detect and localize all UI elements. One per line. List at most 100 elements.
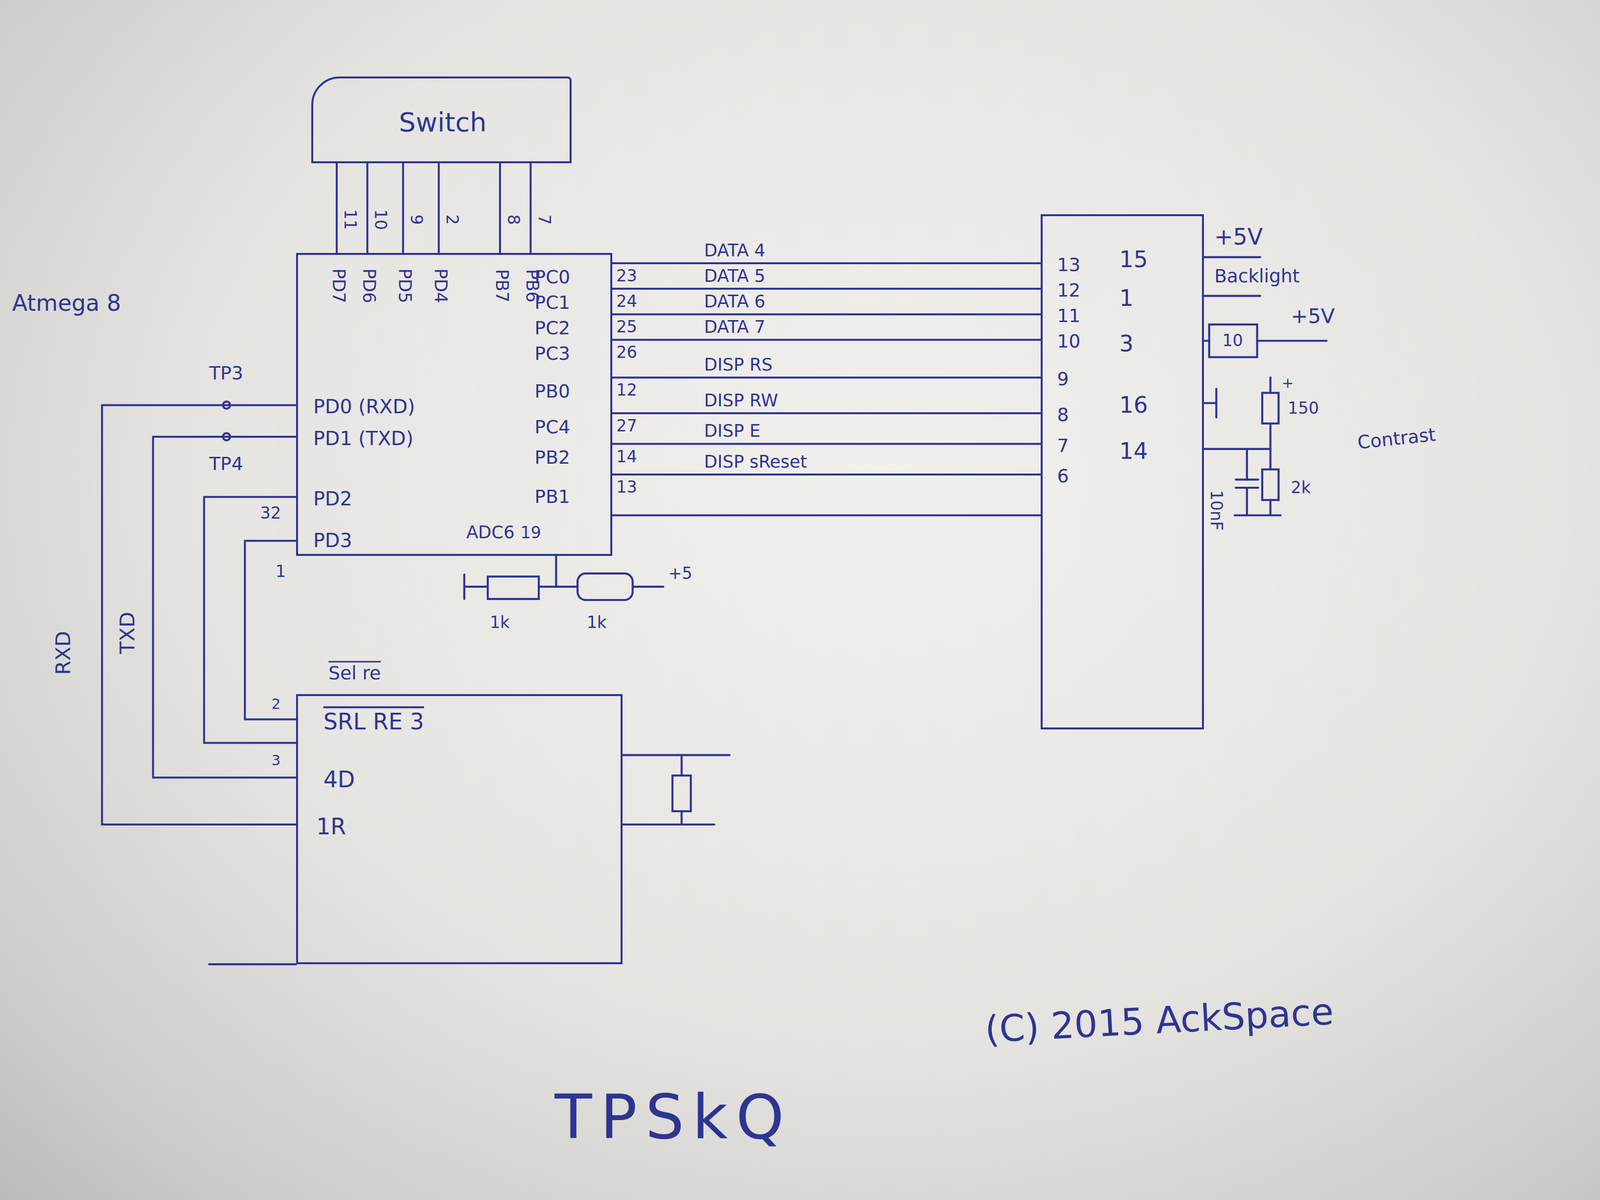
supply-label: +5 — [668, 564, 693, 583]
pin-name: PD5 — [395, 268, 415, 303]
pin-number: 1 — [275, 562, 286, 581]
pin-number: 26 — [616, 343, 637, 362]
pin-number: 7 — [534, 214, 553, 225]
pin-number: 14 — [1119, 438, 1148, 464]
wire — [612, 262, 1041, 265]
pin-name: PB2 — [534, 448, 571, 469]
pin-number: 15 — [1119, 246, 1148, 272]
pin-name: 1R — [316, 814, 347, 839]
pin-number: 11 — [341, 208, 360, 230]
resistor-value: 1k — [489, 613, 510, 632]
ground-symbol — [1215, 388, 1218, 418]
supply-label: + — [1281, 375, 1294, 391]
wire — [152, 436, 296, 778]
wire — [612, 412, 1041, 415]
signal-label: DISP sReset — [703, 451, 807, 472]
pin-number: 10 — [371, 208, 390, 230]
resistor-symbol — [487, 576, 539, 600]
wire — [632, 585, 664, 588]
pin-name: PD4 — [431, 268, 451, 303]
pin-number: 8 — [504, 214, 523, 225]
pin-name: PC1 — [534, 292, 571, 313]
wire — [1203, 448, 1271, 450]
signal-label: DATA 6 — [703, 292, 766, 312]
wire — [101, 404, 297, 825]
pin-number: 13 — [1056, 254, 1081, 275]
supply-label: +5V — [1214, 224, 1263, 250]
ground-symbol — [1234, 514, 1281, 517]
pin-name: Sel re — [328, 663, 381, 684]
schematic-symbols — [209, 257, 1327, 965]
wire — [612, 376, 1041, 379]
test-point-label: TP3 — [209, 363, 244, 384]
signal-label: DATA 5 — [703, 266, 766, 286]
wire — [529, 163, 532, 253]
pin-name: PD7 — [328, 268, 349, 303]
pin-number: 3 — [1119, 331, 1134, 356]
wire — [612, 287, 1041, 290]
wire — [1203, 295, 1260, 298]
wire — [622, 753, 730, 756]
pin-number: 10 — [1056, 331, 1081, 352]
pin-number: 1 — [1119, 285, 1134, 310]
wire — [612, 514, 1041, 517]
resistor-value: 1k — [586, 613, 607, 632]
signal-label: Backlight — [1214, 266, 1300, 287]
pin-number: 14 — [616, 447, 637, 466]
signal-label: RXD — [51, 630, 75, 675]
chip-name: Atmega 8 — [12, 290, 122, 316]
wire — [680, 754, 683, 825]
test-point-label: TP4 — [209, 454, 244, 475]
signal-label: DATA 7 — [703, 317, 766, 337]
wire — [437, 163, 440, 253]
pin-name: ADC6 — [466, 523, 515, 543]
wire — [245, 540, 297, 720]
signal-label: TXD — [116, 611, 139, 654]
resistor-symbol — [1262, 469, 1279, 500]
wire — [1203, 255, 1260, 258]
pin-name: PD6 — [359, 268, 379, 303]
pin-number: 24 — [616, 292, 637, 311]
pin-number: 23 — [616, 267, 637, 286]
pin-number: 11 — [1056, 306, 1081, 327]
pin-name: PD2 — [313, 488, 352, 510]
transceiver-box: Sel reSRL RE 34D1R — [296, 694, 623, 965]
pin-name: PD1 (TXD) — [313, 427, 414, 450]
signal-label: DISP RW — [703, 391, 778, 411]
pin-name: PD0 (RXD) — [313, 396, 416, 419]
wire — [203, 497, 296, 744]
wire — [401, 163, 404, 253]
resistor-symbol — [577, 573, 633, 600]
pin-name: PC4 — [534, 417, 571, 438]
microcontroller-box: Atmega 8PD7PD6PD5PD4PB7PB6PD0 (RXD)PD1 (… — [296, 252, 613, 556]
diagram-title: TPSkQ — [554, 1083, 793, 1151]
pin-name: PC3 — [534, 344, 571, 365]
wire — [209, 963, 297, 966]
pin-number: 16 — [1119, 392, 1148, 418]
pin-name: PC0 — [534, 267, 571, 288]
pin-name: PD3 — [313, 529, 352, 552]
copyright-note: (C) 2015 AckSpace — [983, 991, 1335, 1050]
wire — [464, 585, 488, 588]
pin-number: 2 — [271, 696, 281, 712]
wire — [554, 555, 557, 587]
pin-name: PC2 — [534, 318, 571, 339]
resistor-value: 150 — [1287, 399, 1320, 418]
pin-name: PB0 — [534, 381, 571, 402]
wire — [1257, 339, 1327, 342]
pin-number: 27 — [616, 417, 637, 436]
pin-number: 3 — [271, 752, 281, 769]
pin-name: SRL RE 3 — [323, 708, 425, 734]
note: Contrast — [1356, 424, 1437, 453]
wire — [612, 443, 1041, 446]
pin-number: 7 — [1056, 435, 1069, 456]
wire — [1246, 449, 1249, 516]
wire — [335, 163, 338, 253]
wire — [1269, 500, 1272, 516]
pin-number: 12 — [1056, 280, 1081, 301]
pin-number: 13 — [616, 478, 637, 497]
resistor-symbol — [672, 775, 691, 812]
resistor-value: 10 — [1222, 331, 1243, 350]
